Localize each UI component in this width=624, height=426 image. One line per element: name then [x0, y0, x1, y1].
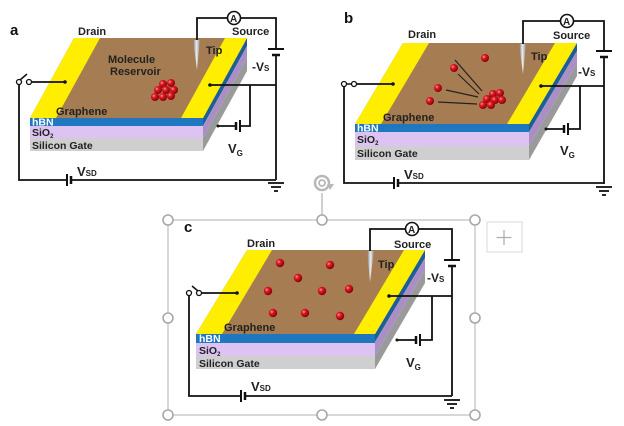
drain-label: Drain [408, 29, 436, 41]
graphene-label: Graphene [383, 112, 434, 124]
source-wire [241, 17, 277, 48]
panel-b: b hBN SiO2 Silicon Gate Graphene Drain S… [340, 10, 612, 196]
layout-options-button[interactable] [486, 221, 523, 253]
source-label: Source [553, 30, 590, 42]
resize-handle-right[interactable] [469, 312, 481, 324]
panel-letter: c [184, 219, 192, 236]
graphene-label: Graphene [56, 106, 107, 118]
silicon-gate-label: Silicon Gate [199, 358, 260, 370]
hbn-side-face [203, 38, 247, 126]
vsd-label: VSD [404, 167, 424, 182]
molecule-diffusion-lines [437, 59, 483, 105]
ground-icon [268, 182, 284, 192]
sio2-layer [196, 343, 375, 356]
molecules [426, 54, 506, 109]
switch-terminal [340, 80, 348, 88]
vs-label: -VS [252, 60, 270, 74]
resize-handle-bottom-left[interactable] [162, 409, 174, 421]
switch-terminal [195, 289, 203, 297]
drain-label: Drain [78, 26, 106, 38]
resize-handle-top-left[interactable] [162, 214, 174, 226]
tip-label: Tip [531, 51, 548, 63]
ammeter-icon [559, 13, 575, 29]
hbn-label: hBN [199, 333, 221, 345]
vsd-label: VSD [77, 164, 97, 179]
hbn-layer [355, 124, 529, 132]
svg-text:A: A [230, 14, 237, 25]
resize-handle-top-right[interactable] [469, 214, 481, 226]
tip-label: Tip [378, 259, 395, 271]
panel-c: c hBN SiO2 Silicon Gate Graphene Drain S… [184, 219, 460, 409]
hbn-layer [30, 118, 203, 126]
reservoir-label-line2: Reservoir [110, 66, 161, 78]
tip-label: Tip [206, 45, 223, 57]
silicon-gate-layer [196, 356, 375, 369]
source-label: Source [232, 26, 269, 38]
hbn-label: hBN [357, 123, 379, 135]
ammeter-icon [226, 10, 242, 26]
resize-handle-left[interactable] [162, 312, 174, 324]
molecule-cluster [151, 79, 178, 101]
stm-tip [519, 44, 526, 74]
svg-text:A: A [563, 17, 570, 28]
panel-a: a hBN SiO2 Silicon Gate Graphene Molecul… [10, 10, 284, 192]
silicon-gate-label: Silicon Gate [357, 148, 418, 160]
ground-icon [596, 186, 612, 196]
vs-label: -VS [427, 271, 445, 285]
drain-label: Drain [247, 238, 275, 250]
sio2-layer [355, 132, 529, 146]
sio2-side-face [203, 46, 247, 138]
silicon-gate-layer [30, 138, 203, 151]
source-electrode [507, 43, 577, 124]
switch-terminal [25, 78, 33, 86]
graphene-label: Graphene [224, 322, 275, 334]
hbn-label: hBN [32, 117, 54, 129]
switch-terminal [350, 80, 358, 88]
vg-label: VG [560, 143, 575, 160]
vsd-label: VSD [251, 379, 271, 394]
sio2-label: SiO2 [32, 127, 54, 140]
ground-icon [444, 399, 460, 409]
svg-text:A: A [408, 225, 415, 236]
stm-tip [367, 251, 374, 282]
silicon-side-face [203, 58, 247, 151]
drain-electrode [30, 38, 100, 118]
resize-handle-bottom[interactable] [316, 409, 328, 421]
switch-lever-open [191, 285, 199, 292]
resize-handle-top[interactable] [316, 214, 328, 226]
sio2-label: SiO2 [357, 134, 379, 147]
switch-lever-open [19, 73, 28, 81]
gate-wire [240, 85, 251, 127]
switch-terminal [185, 289, 193, 297]
source-electrode [181, 38, 247, 118]
rotate-handle-icon[interactable] [313, 174, 334, 192]
sio2-layer [30, 126, 203, 138]
hbn-layer [196, 334, 375, 343]
sio2-label: SiO2 [199, 345, 221, 358]
resize-handle-bottom-right[interactable] [469, 409, 481, 421]
stm-tip [193, 40, 200, 70]
silicon-gate-label: Silicon Gate [32, 140, 93, 152]
source-electrode [354, 250, 425, 334]
molecules [263, 258, 354, 321]
vg-label: VG [406, 355, 421, 372]
vg-label: VG [228, 141, 243, 158]
source-label: Source [394, 239, 431, 251]
silicon-gate-layer [355, 146, 529, 160]
panel-letter: b [344, 10, 353, 27]
ammeter-icon [404, 221, 420, 237]
vs-label: -VS [578, 65, 596, 79]
selection-frame[interactable] [162, 174, 481, 421]
panel-letter: a [10, 22, 19, 39]
tip-wire [196, 17, 227, 40]
reservoir-label-line1: Molecule [108, 54, 155, 66]
drain-electrode [196, 250, 272, 334]
